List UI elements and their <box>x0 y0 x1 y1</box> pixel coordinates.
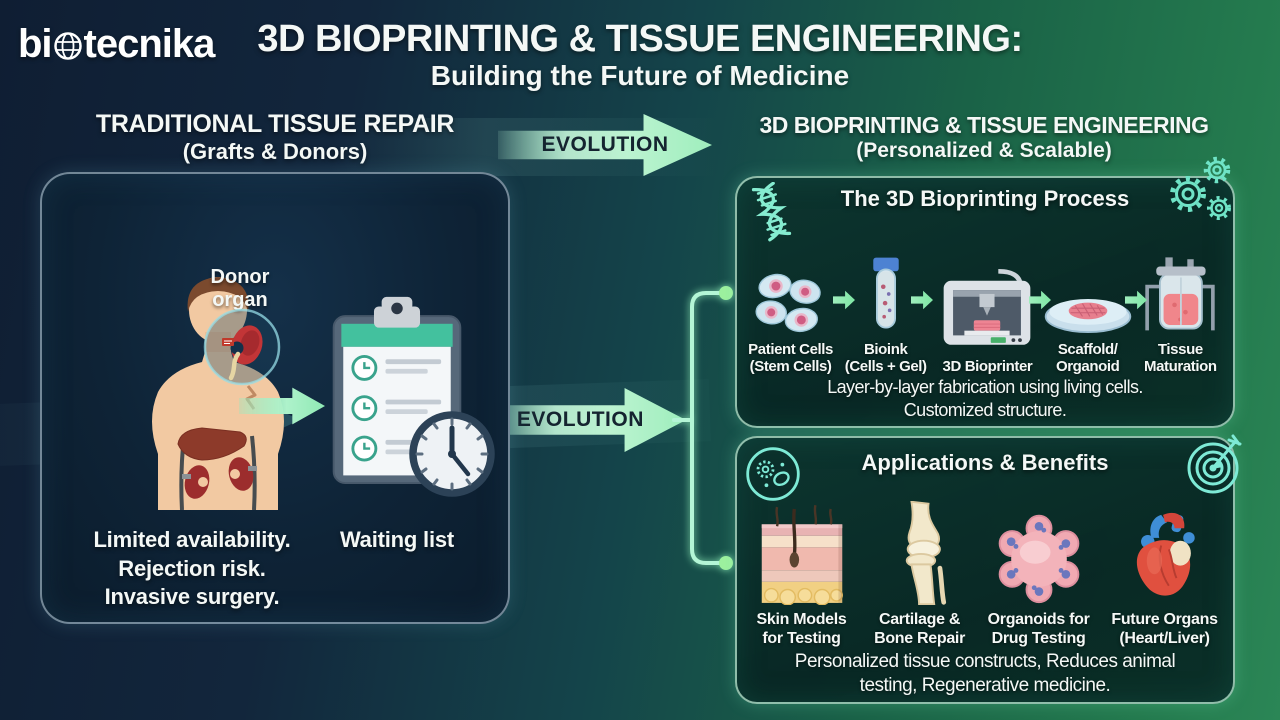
target-dart-icon <box>1187 434 1242 494</box>
application-label-line1: Skin Models <box>756 610 847 628</box>
right-section-heading: 3D BIOPRINTING & TISSUE ENGINEERING (Per… <box>740 112 1228 163</box>
donor-organ-label-line2: organ <box>212 289 268 311</box>
step-label-line1: Bioink <box>863 340 908 358</box>
process-panel-title: The 3D Bioprinting Process <box>840 186 1130 211</box>
page-title: 3D BIOPRINTING & TISSUE ENGINEERING: <box>257 18 1023 60</box>
process-caption-line2: Customized structure. <box>903 399 1067 420</box>
drawbacks-text: Limited availability. Rejection risk. In… <box>72 526 312 612</box>
waiting-list-label: Waiting list <box>339 527 455 552</box>
step-label-line1: Patient Cells <box>748 340 834 358</box>
application-label-line2: (Heart/Liver) <box>1119 629 1210 647</box>
drawback-item: Invasive surgery. <box>104 584 280 610</box>
right-section-subtitle: (Personalized & Scalable) <box>856 139 1112 162</box>
globe-icon <box>53 32 82 60</box>
skin-layers-icon <box>761 504 843 605</box>
applications-caption-line1: Personalized tissue constructs, Reduces … <box>794 651 1176 672</box>
donor-organ-label: Donor organ <box>190 266 290 312</box>
gears-icon <box>1170 156 1231 220</box>
scaffold-dish-icon <box>1044 298 1131 333</box>
process-steps-row: Patient Cells(Stem Cells) Bioink(Cells +… <box>745 226 1225 376</box>
application-label-line1: Organoids for <box>987 610 1090 628</box>
applications-caption-line2: testing, Regenerative medicine. <box>859 674 1111 696</box>
process-step-scaffold: Scaffold/Organoid <box>1042 285 1134 376</box>
donor-kidney-icon <box>203 308 281 386</box>
bioprinting-process-panel: The 3D Bioprinting Process <box>735 156 1235 428</box>
traditional-panel: Donor organ <box>40 172 510 624</box>
brand-logo: bi tecnika <box>18 22 216 67</box>
evolution-arrow-middle-label: EVOLUTION <box>516 408 644 431</box>
application-label-line2: Bone Repair <box>874 629 966 647</box>
dna-icon <box>751 182 792 242</box>
left-section-title: TRADITIONAL TISSUE REPAIR <box>95 110 455 138</box>
step-label-line1: 3D Bioprinter <box>942 358 1033 376</box>
right-section-title: 3D BIOPRINTING & TISSUE ENGINEERING <box>759 112 1209 138</box>
brand-logo-part1: bi <box>18 22 53 66</box>
step-label-line1: Tissue <box>1157 340 1203 358</box>
process-caption: Layer-by-layer fabrication using living … <box>747 376 1223 421</box>
application-label-line2: for Testing <box>762 629 841 647</box>
page-subtitle: Building the Future of Medicine <box>430 60 850 91</box>
application-label-line2: Drug Testing <box>991 629 1086 647</box>
application-cartilage-bone: Cartilage &Bone Repair <box>864 500 975 648</box>
applications-panel-title: Applications & Benefits <box>861 450 1109 475</box>
evolution-arrow-top-label: EVOLUTION <box>541 133 669 156</box>
drawback-item: Rejection risk. <box>118 555 266 581</box>
left-section-heading: TRADITIONAL TISSUE REPAIR (Grafts & Dono… <box>60 110 490 165</box>
bioreactor-icon <box>1145 257 1216 331</box>
application-future-organs: Future Organs(Heart/Liver) <box>1102 509 1227 648</box>
heart-icon <box>1136 512 1195 596</box>
applications-panel: Applications & Benefits <box>735 434 1242 704</box>
human-figure <box>152 277 300 510</box>
bioprinter-icon <box>944 269 1031 346</box>
step-label-line1: Scaffold/ <box>1057 340 1118 358</box>
application-label-line1: Future Organs <box>1111 610 1218 628</box>
organoid-icon <box>998 514 1079 603</box>
step-label-line2: Maturation <box>1144 358 1217 376</box>
process-caption-line1: Layer-by-layer fabrication using living … <box>827 377 1143 397</box>
process-step-bioprinter: 3D Bioprinter <box>935 266 1040 376</box>
applications-caption: Personalized tissue constructs, Reduces … <box>747 650 1223 698</box>
process-step-patient-cells: Patient Cells(Stem Cells) <box>745 271 836 376</box>
step-label-line2: Organoid <box>1055 358 1120 376</box>
brand-logo-part2: tecnika <box>83 22 216 66</box>
step-label-line2: (Stem Cells) <box>749 358 832 376</box>
knee-joint-icon <box>905 500 946 605</box>
evolution-arrow-top: EVOLUTION <box>498 114 712 176</box>
application-label-line1: Cartilage & <box>878 610 961 628</box>
waiting-clock-icon <box>409 411 495 497</box>
petri-dish-icon <box>746 447 800 501</box>
drawback-item: Limited availability. <box>93 527 291 552</box>
step-label-line2: (Cells + Gel) <box>844 358 927 376</box>
evolution-connector-line <box>672 286 733 570</box>
bioink-tube-icon <box>872 257 899 329</box>
left-section-subtitle: (Grafts & Donors) <box>182 139 368 164</box>
stem-cells-icon <box>755 273 821 332</box>
process-step-bioink: Bioink(Cells + Gel) <box>838 253 933 376</box>
donor-organ-label-line1: Donor <box>210 266 270 288</box>
